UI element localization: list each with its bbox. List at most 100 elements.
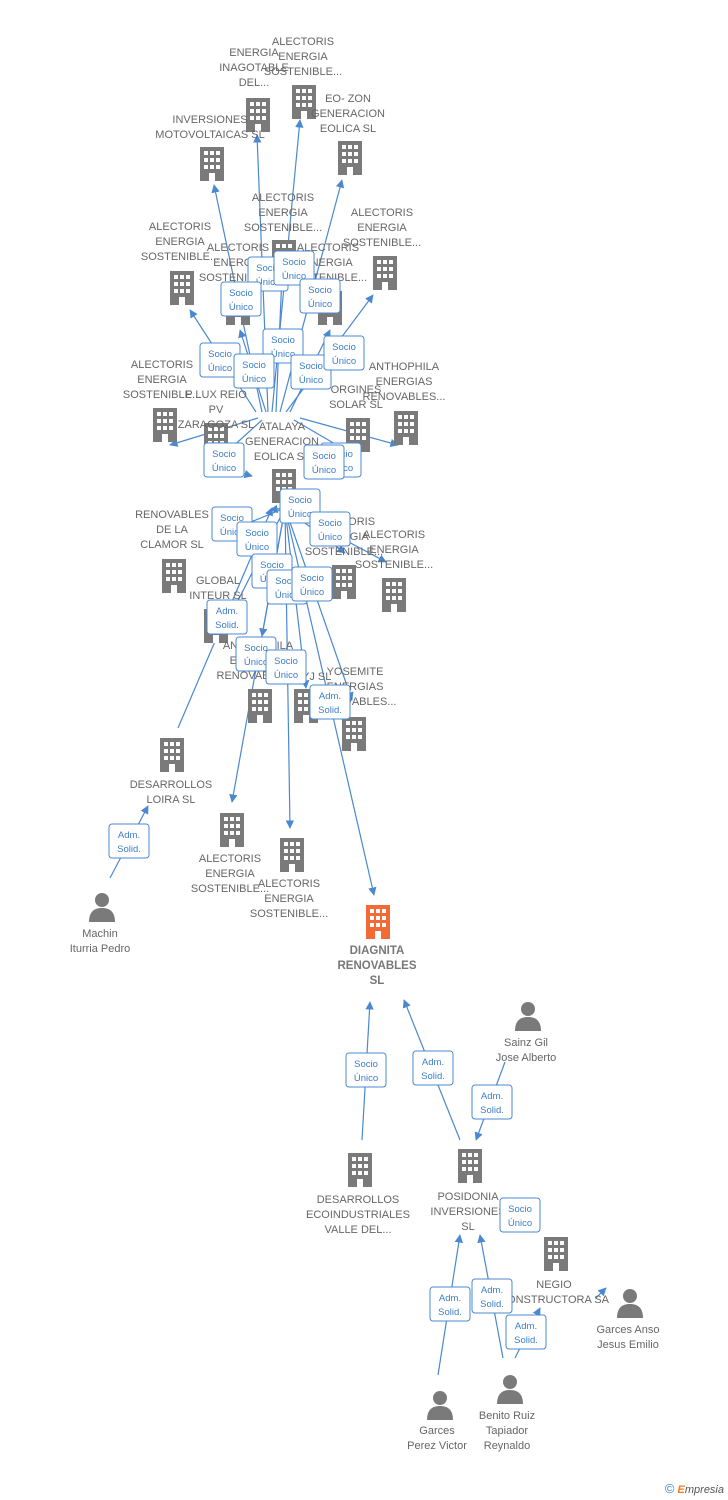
badge-label: Solid. xyxy=(215,620,239,631)
company-node[interactable]: ALECTORISENERGIASOSTENIBLE... xyxy=(123,359,201,442)
company-node[interactable]: ALECTORISENERGIASOSTENIBLE... xyxy=(250,838,328,920)
node-label: ENERGIA xyxy=(155,236,205,248)
badge-label: Único xyxy=(220,527,244,538)
node-label: YOSEMITE xyxy=(327,666,384,678)
node-label: INVERSIONES xyxy=(430,1206,505,1218)
company-node[interactable]: ALECTORISENERGIASOSTENIBLE... xyxy=(343,207,421,290)
company-node[interactable]: ANTHOPHILAENERGIASRENOVABLES... xyxy=(363,361,446,445)
badge-label: Único xyxy=(245,542,269,553)
footer: © Empresia xyxy=(665,1481,724,1496)
badge-label: Socio xyxy=(274,656,298,667)
building-icon xyxy=(544,1237,568,1271)
node-label: ALECTORIS xyxy=(199,853,261,865)
building-icon xyxy=(373,256,397,290)
node-label: SL xyxy=(370,975,385,987)
adm-solid-badge[interactable]: Adm.Solid. xyxy=(429,1286,471,1322)
node-label: Benito Ruiz xyxy=(479,1410,535,1422)
node-label: EO- ZON xyxy=(325,93,371,105)
brand-logo-text: mpresia xyxy=(684,1484,724,1496)
badge-label: Adm. xyxy=(515,1321,537,1332)
company-node[interactable]: ALECTORISENERGIASOSTENIBLE... xyxy=(141,221,219,305)
node-label: P LUX REIO xyxy=(185,389,247,401)
badge-label: Único xyxy=(244,657,268,668)
adm-solid-badge[interactable]: Adm.Solid. xyxy=(309,684,351,720)
node-label: INAGOTABLE xyxy=(219,62,288,74)
adm-solid-badge[interactable]: Adm.Solid. xyxy=(108,823,150,859)
company-node[interactable]: ALECTORISENERGIASOSTENIBLE... xyxy=(191,813,269,895)
node-label: DEL... xyxy=(239,77,270,89)
node-label: RENOVABLES xyxy=(135,509,209,521)
badge-label: Único xyxy=(354,1073,378,1084)
adm-solid-badge[interactable]: Adm.Solid. xyxy=(471,1084,513,1120)
building-icon xyxy=(458,1149,482,1183)
building-icon xyxy=(170,271,194,305)
adm-solid-badge[interactable]: Adm.Solid. xyxy=(206,599,248,635)
badge-box xyxy=(499,1197,541,1233)
node-label: Reynaldo xyxy=(484,1440,530,1452)
company-node[interactable]: ENERGIAINAGOTABLEDEL... xyxy=(219,47,289,132)
node-label: ORGINES xyxy=(331,384,382,396)
adm-solid-badge[interactable]: Adm.Solid. xyxy=(412,1050,454,1086)
building-icon xyxy=(366,905,390,939)
badge-label: Único xyxy=(332,356,356,367)
node-label: ALECTORIS xyxy=(149,221,211,233)
node-label: ALECTORIS xyxy=(272,36,334,48)
node-label: DESARROLLOS xyxy=(317,1194,400,1206)
node-label: SOSTENIBLE... xyxy=(191,883,269,895)
badge-box xyxy=(233,353,275,389)
person-icon xyxy=(89,893,115,922)
adm-solid-badge[interactable]: Adm.Solid. xyxy=(471,1278,513,1314)
badge-label: Socio xyxy=(299,361,323,372)
node-label: ENERGIA xyxy=(137,374,187,386)
company-node[interactable]: ALECTORISENERGIASOSTENIBLE... xyxy=(355,529,433,612)
node-label: ALECTORIS xyxy=(131,359,193,371)
node-label: SOSTENIBLE... xyxy=(250,908,328,920)
badge-box xyxy=(471,1278,513,1314)
node-label: Garces xyxy=(419,1425,455,1437)
node-label: Perez Victor xyxy=(407,1440,467,1452)
badge-label: Único xyxy=(242,374,266,385)
node-label: SOSTENIBLE... xyxy=(305,546,383,558)
building-icon xyxy=(348,1153,372,1187)
company-node[interactable]: ALECTORISENERGIASOSTENIBLE... xyxy=(264,36,342,119)
badge-label: Adm. xyxy=(481,1091,503,1102)
adm-solid-badge[interactable]: Adm.Solid. xyxy=(505,1314,547,1350)
badge-box xyxy=(309,684,351,720)
company-node[interactable]: ALECTORISENERGIASOSTENIBLE... xyxy=(244,192,322,274)
badge-box xyxy=(429,1286,471,1322)
badge-label: Socio xyxy=(212,449,236,460)
badge-label: Socio xyxy=(208,349,232,360)
